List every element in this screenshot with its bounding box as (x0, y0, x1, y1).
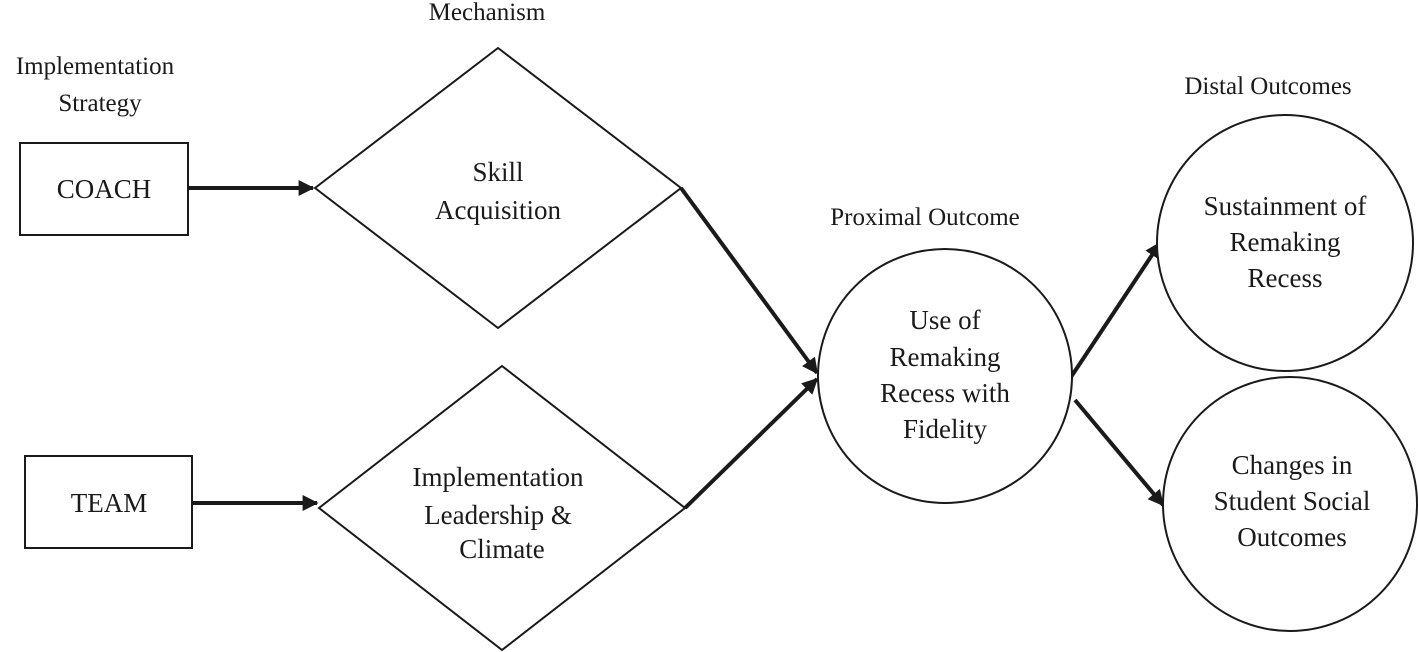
heading-distal-outcomes: Distal Outcomes (1184, 73, 1351, 100)
leadership-climate-diamond (317, 364, 687, 652)
skill-acquisition-label-line-1: Skill (472, 157, 523, 187)
skill-acquisition-diamond (313, 46, 683, 330)
use-with-fidelity-label-line-3: Recess with (880, 378, 1010, 408)
team-box (24, 455, 193, 549)
sustainment-label-line-3: Recess (1248, 263, 1323, 293)
use-with-fidelity-circle (817, 248, 1073, 504)
heading-proximal-outcome: Proximal Outcome (830, 204, 1020, 231)
leadership-climate-label-line-2: Leadership & (424, 500, 572, 530)
student-social-outcomes-label-line-1: Changes in (1232, 450, 1353, 480)
leadership-climate-label-line-1: Implementation (413, 462, 584, 492)
use-with-fidelity-label-line-2: Remaking (890, 342, 1001, 372)
use-with-fidelity-label-line-4: Fidelity (903, 414, 988, 444)
coach-box (19, 142, 189, 236)
heading-mechanism: Mechanism (429, 0, 546, 26)
sustainment-circle (1156, 114, 1414, 372)
student-social-outcomes-circle (1162, 376, 1418, 632)
team-label: TEAM (71, 488, 148, 518)
heading-implementation-strategy-line-2: Strategy (58, 90, 142, 117)
sustainment-label-line-2: Remaking (1230, 227, 1341, 257)
arrow-use-to-sustainment (1069, 241, 1162, 379)
arrow-use-to-changes (1073, 398, 1165, 507)
arrow-leadership-to-use (683, 377, 819, 510)
leadership-climate-label-line-3: Climate (459, 534, 544, 564)
use-with-fidelity-label-line-1: Use of (909, 305, 980, 335)
skill-acquisition-label-line-2: Acquisition (435, 195, 561, 225)
edges (189, 180, 1165, 511)
sustainment-label-line-1: Sustainment of (1204, 191, 1367, 221)
arrow-skill-to-use (679, 186, 819, 375)
student-social-outcomes-label-line-3: Outcomes (1237, 522, 1346, 552)
coach-label: COACH (57, 174, 152, 204)
heading-implementation-strategy-line-1: Implementation (16, 53, 175, 80)
student-social-outcomes-label-line-2: Student Social (1214, 486, 1371, 516)
